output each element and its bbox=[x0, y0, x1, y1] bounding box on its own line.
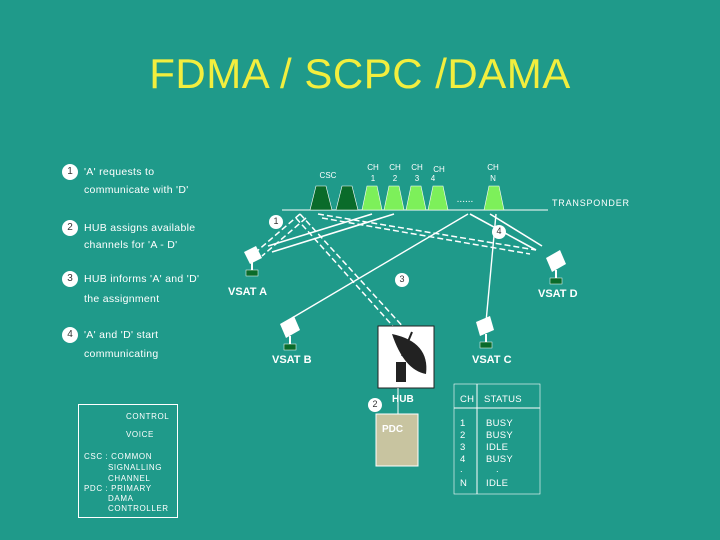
control-link-a bbox=[255, 213, 301, 253]
vsat-d-dish bbox=[546, 250, 566, 285]
channel-1-label-top: CH bbox=[367, 163, 379, 172]
status-ch-2: 2 bbox=[460, 430, 466, 441]
voice-link-a2 bbox=[271, 213, 395, 253]
vsat-a-label: VSAT A bbox=[228, 286, 268, 298]
marker-1-circle bbox=[269, 215, 283, 229]
channel-3-label-top: CH bbox=[411, 163, 423, 172]
channel-4-label-top: CH bbox=[433, 165, 445, 174]
status-ch-n: N bbox=[460, 478, 468, 489]
legend-csc-def-3: CHANNEL bbox=[108, 474, 151, 483]
step-4-number: 4 bbox=[62, 327, 78, 343]
marker-3: 3 bbox=[399, 274, 405, 284]
channel-1-label-bottom: 1 bbox=[370, 174, 376, 183]
control-link-hub2 bbox=[295, 217, 401, 335]
control-link-d2 bbox=[321, 217, 531, 255]
channel-2-label-bottom: 2 bbox=[392, 174, 398, 183]
step-4-line1: 'A' and 'D' start bbox=[84, 329, 159, 341]
vsat-c-label: VSAT C bbox=[472, 354, 512, 366]
step-2-number: 2 bbox=[62, 220, 78, 236]
vsat-d-label: VSAT D bbox=[538, 288, 578, 300]
step-3-line2: the assignment bbox=[84, 293, 160, 305]
vsat-b-label: VSAT B bbox=[272, 354, 312, 366]
transponder-label: TRANSPONDER bbox=[552, 198, 630, 208]
channel-2-label-top: CH bbox=[389, 163, 401, 172]
pdc-box bbox=[375, 413, 419, 467]
channel-2 bbox=[383, 185, 405, 211]
step-1-line1: 'A' requests to bbox=[84, 166, 155, 178]
status-ch-dot: . bbox=[460, 464, 463, 475]
status-table-border bbox=[453, 383, 541, 495]
legend bbox=[78, 404, 178, 518]
legend-pdc-def-2: DAMA bbox=[108, 494, 134, 503]
pdc-label: PDC bbox=[382, 424, 404, 435]
legend-csc-def-2: SIGNALLING bbox=[108, 463, 163, 472]
status-ch-4: 4 bbox=[460, 454, 466, 465]
channel-4-label-bottom: 4 bbox=[430, 174, 436, 183]
step-1-line2: communicate with 'D' bbox=[84, 184, 189, 196]
legend-pdc-def-1: PDC : PRIMARY bbox=[84, 484, 152, 493]
step-4-line2: communicating bbox=[84, 348, 159, 360]
channel-3-label-bottom: 3 bbox=[414, 174, 420, 183]
hub-antenna bbox=[377, 325, 435, 389]
vsat-a-dish bbox=[244, 246, 262, 277]
status-value-2: BUSY bbox=[486, 430, 514, 441]
step-2-line2: channels for 'A - D' bbox=[84, 239, 178, 251]
channel-n bbox=[483, 185, 505, 211]
marker-3-circle bbox=[395, 273, 409, 287]
channel-3 bbox=[405, 185, 427, 211]
control-link-a2 bbox=[261, 217, 307, 257]
channel-ellipsis: ...... bbox=[456, 194, 474, 205]
step-2-line1: HUB assigns available bbox=[84, 222, 196, 234]
channel-4 bbox=[427, 185, 449, 211]
step-3-number: 3 bbox=[62, 271, 78, 287]
status-ch-3: 3 bbox=[460, 442, 466, 453]
marker-2-circle bbox=[368, 398, 382, 412]
status-value-1: BUSY bbox=[486, 418, 514, 429]
status-ch-1: 1 bbox=[460, 418, 466, 429]
step-3-line1: HUB informs 'A' and 'D' bbox=[84, 273, 200, 285]
channel-csc bbox=[309, 185, 333, 211]
legend-pdc-def-3: CONTROLLER bbox=[108, 504, 169, 513]
voice-link-d1 bbox=[489, 213, 543, 247]
status-value-3: IDLE bbox=[486, 442, 509, 453]
legend-voice-label: VOICE bbox=[126, 430, 154, 439]
channel-1 bbox=[361, 185, 383, 211]
channel-n-label-top: CH bbox=[487, 163, 499, 172]
status-header-status: STATUS bbox=[484, 394, 522, 405]
vsat-b-dish bbox=[280, 316, 300, 351]
channel-n-label-bottom: N bbox=[490, 174, 496, 183]
step-1-number: 1 bbox=[62, 164, 78, 180]
voice-link-a1 bbox=[267, 213, 373, 247]
hub-label: HUB bbox=[392, 394, 414, 405]
voice-link-b bbox=[291, 213, 469, 319]
legend-csc-def-1: CSC : COMMON bbox=[84, 452, 153, 461]
marker-4-circle bbox=[492, 225, 506, 239]
status-value-n: IDLE bbox=[486, 478, 509, 489]
channel-csc-2 bbox=[335, 185, 359, 211]
status-value-4: BUSY bbox=[486, 454, 514, 465]
status-value-dot: . bbox=[496, 464, 499, 475]
page-title: FDMA / SCPC /DAMA bbox=[149, 50, 571, 97]
csc-label: CSC bbox=[319, 171, 337, 180]
marker-1: 1 bbox=[273, 216, 279, 226]
legend-control-label: CONTROL bbox=[126, 412, 170, 421]
control-link-hub bbox=[299, 213, 407, 331]
marker-2: 2 bbox=[372, 399, 378, 409]
marker-4: 4 bbox=[496, 226, 502, 236]
status-header-ch: CH bbox=[460, 394, 475, 405]
vsat-c-dish bbox=[476, 316, 494, 349]
